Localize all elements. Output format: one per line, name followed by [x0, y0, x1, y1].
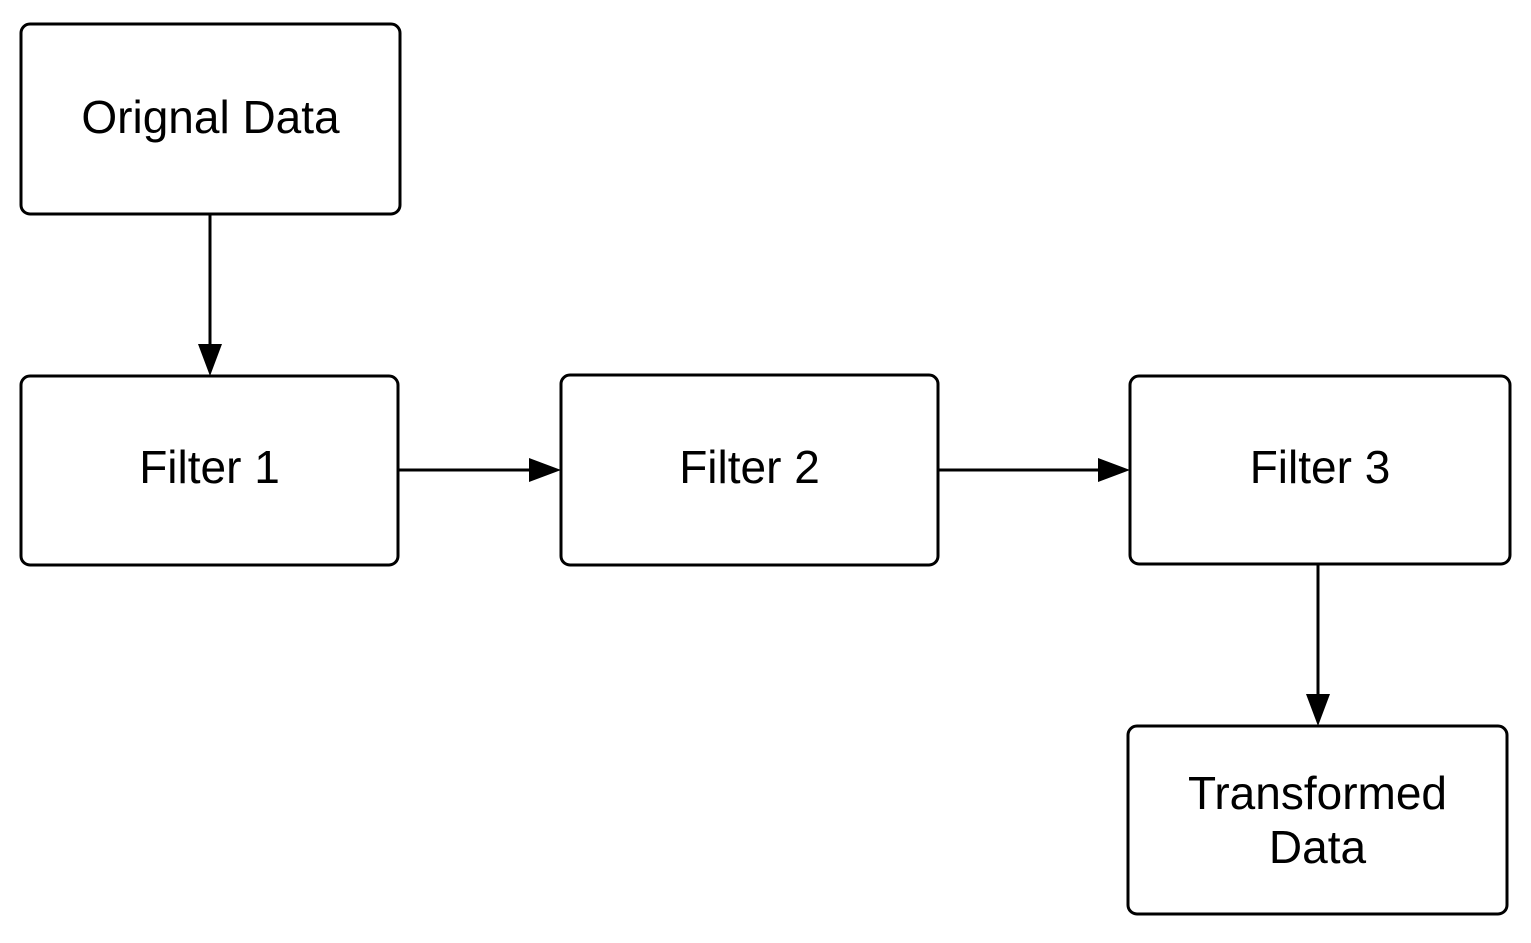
- node-filter-1-box[interactable]: [19, 374, 400, 567]
- node-filter-1[interactable]: Filter 1: [19, 374, 400, 567]
- node-filter-2[interactable]: Filter 2: [559, 373, 940, 567]
- node-filter-3[interactable]: Filter 3: [1128, 374, 1512, 566]
- node-original-data-box[interactable]: [19, 22, 402, 216]
- node-transformed-data-box[interactable]: [1126, 724, 1509, 916]
- node-transformed-data[interactable]: Transformed Data: [1126, 724, 1509, 916]
- edge-filter-1-to-filter-2: [398, 458, 561, 482]
- arrowhead-icon-filter2-to-filter3: [1098, 458, 1130, 482]
- node-filter-2-label: Filter 2: [679, 441, 820, 493]
- edge-original-data-to-filter-1: [198, 214, 222, 376]
- node-transformed-data-label-line1: Transformed: [1188, 767, 1447, 819]
- arrowhead-icon-filter3-to-transformed: [1306, 694, 1330, 726]
- edge-filter-2-to-filter-3: [938, 458, 1130, 482]
- node-original-data-label: Orignal Data: [81, 91, 340, 143]
- arrowhead-icon-original-to-filter1: [198, 344, 222, 376]
- node-transformed-data-label-line2: Data: [1269, 821, 1367, 873]
- node-filter-3-label: Filter 3: [1250, 441, 1391, 493]
- node-original-data[interactable]: Orignal Data: [19, 22, 402, 216]
- node-filter-2-box[interactable]: [559, 373, 940, 567]
- arrowhead-icon-filter1-to-filter2: [529, 458, 561, 482]
- node-filter-3-box[interactable]: [1128, 374, 1512, 566]
- edge-filter-3-to-transformed-data: [1306, 564, 1330, 726]
- node-filter-1-label: Filter 1: [139, 441, 280, 493]
